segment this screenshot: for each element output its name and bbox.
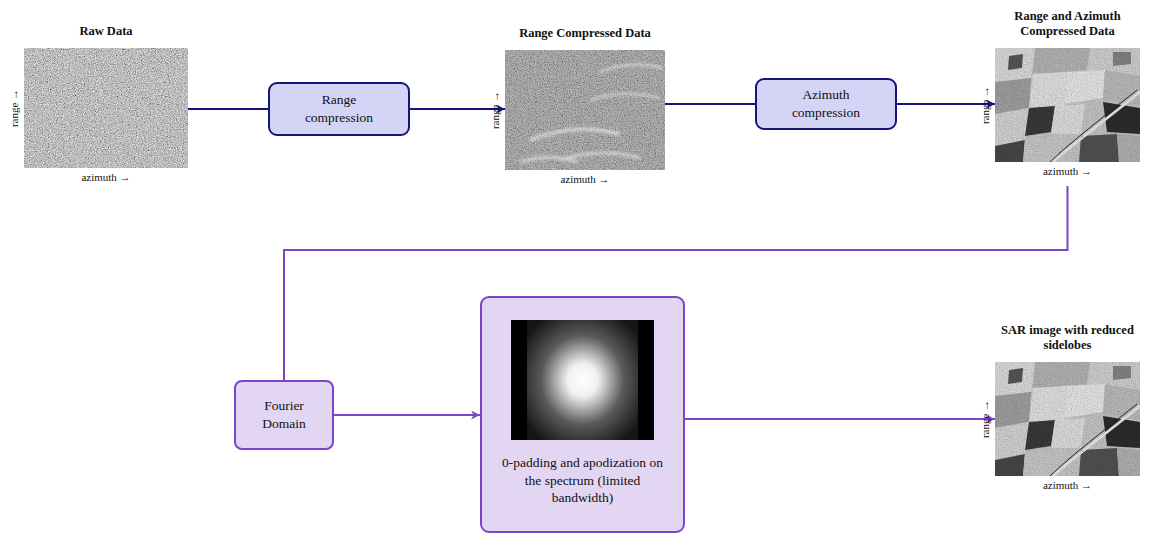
connector-arrow	[685, 418, 995, 420]
axis-label: azimuth →	[1043, 479, 1092, 491]
image-panel: Range Compressed Datarange →azimuth →	[505, 50, 665, 170]
box-label: Fourier Domain	[248, 397, 320, 432]
image-title: Range Compressed Data	[519, 26, 651, 42]
raw-data-image	[24, 48, 188, 168]
axis-label: azimuth →	[81, 171, 130, 183]
image-panel: SAR image with reduced sidelobesrange →a…	[995, 362, 1140, 476]
axis-label: range →	[8, 89, 20, 127]
range-compressed-image	[505, 50, 665, 170]
axis-label: range →	[979, 86, 991, 124]
box-label: 0-padding and apodization on the spectru…	[498, 454, 668, 507]
axis-label: azimuth →	[1043, 165, 1092, 177]
apodization-window	[511, 320, 654, 440]
sar-image	[995, 48, 1140, 162]
image-title: Range and Azimuth Compressed Data	[993, 9, 1143, 40]
box-fill	[481, 297, 684, 532]
image-panel: Range and Azimuth Compressed Datarange →…	[995, 48, 1140, 162]
image-panel: Raw Datarange →azimuth →	[24, 48, 188, 168]
connector-arrow	[665, 103, 755, 105]
connector-arrow	[334, 414, 480, 416]
box-label: Range compression	[293, 91, 385, 126]
connector-arrow	[188, 108, 268, 110]
axis-label: azimuth →	[560, 173, 609, 185]
connector-arrow	[284, 186, 1068, 380]
image-title: Raw Data	[79, 24, 132, 40]
image-title: SAR image with reduced sidelobes	[993, 323, 1143, 354]
process-box: Fourier Domain	[234, 380, 334, 450]
axis-label: range →	[489, 91, 501, 129]
process-box: 0-padding and apodization on the spectru…	[480, 296, 685, 533]
axis-label: range →	[979, 400, 991, 438]
sar-image	[995, 362, 1140, 476]
box-label: Azimuth compression	[778, 86, 874, 121]
process-box: Azimuth compression	[755, 78, 897, 130]
process-box: Range compression	[268, 82, 410, 136]
